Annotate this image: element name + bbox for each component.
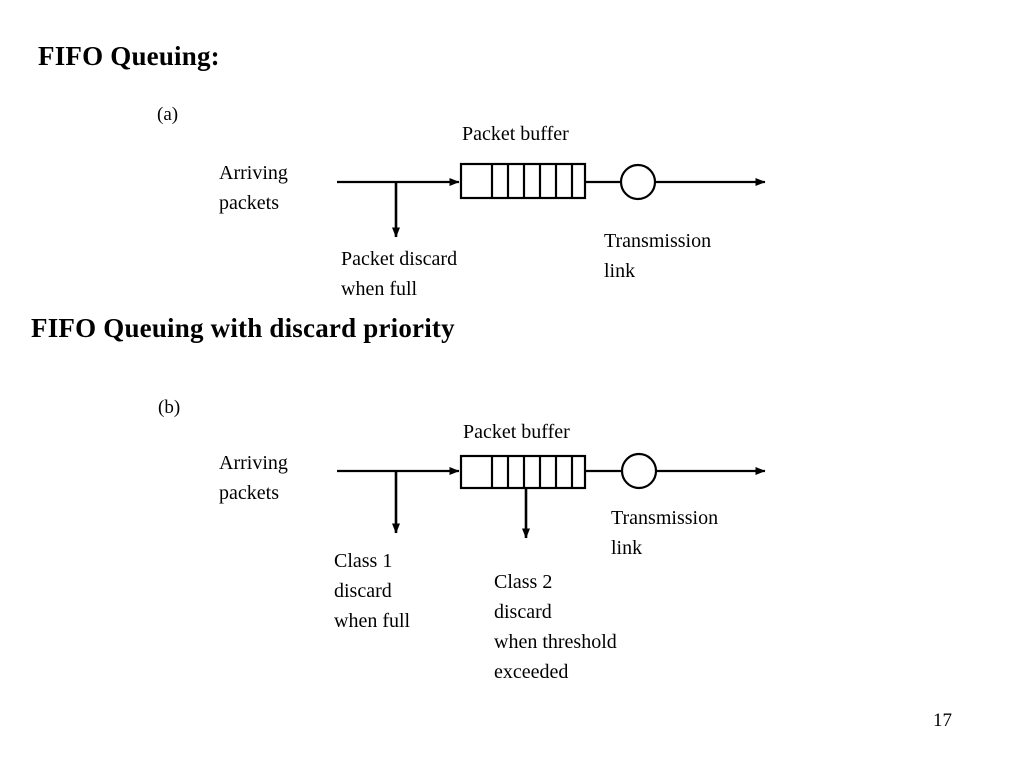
diagram-a-arriving-packets-label: Arriving packets xyxy=(219,162,288,214)
section-title-fifo-queuing-discard-priority: FIFO Queuing with discard priority xyxy=(31,313,455,343)
page-number: 17 xyxy=(933,710,952,731)
diagram-a-part-label: (a) xyxy=(157,104,179,125)
diagram-a-graphic xyxy=(337,162,766,238)
diagram-b-transmission-link-label: Transmission link xyxy=(611,507,719,559)
diagram-a-packet-buffer-label: Packet buffer xyxy=(462,123,569,145)
diagram-b-part-label: (b) xyxy=(158,397,181,418)
diagram-a-transmission-link-label: Transmission link xyxy=(604,230,712,282)
diagram-b-class1-discard-label: Class 1 discard when full xyxy=(334,550,411,632)
diagram-b-arriving-packets-label: Arriving packets xyxy=(219,452,288,504)
diagram-b-server-circle xyxy=(620,452,658,490)
diagram-a-packet-discard-label: Packet discard when full xyxy=(341,248,458,300)
diagram-a-server-circle xyxy=(619,163,657,201)
page-title-fifo-queuing: FIFO Queuing: xyxy=(38,41,220,71)
diagram-b-buffer-dividers xyxy=(490,456,574,488)
diagram-b-packet-buffer-label: Packet buffer xyxy=(463,421,570,443)
diagram-b-graphic xyxy=(337,452,766,539)
diagram-b-class2-discard-label: Class 2 discard when threshold exceeded xyxy=(494,571,617,683)
